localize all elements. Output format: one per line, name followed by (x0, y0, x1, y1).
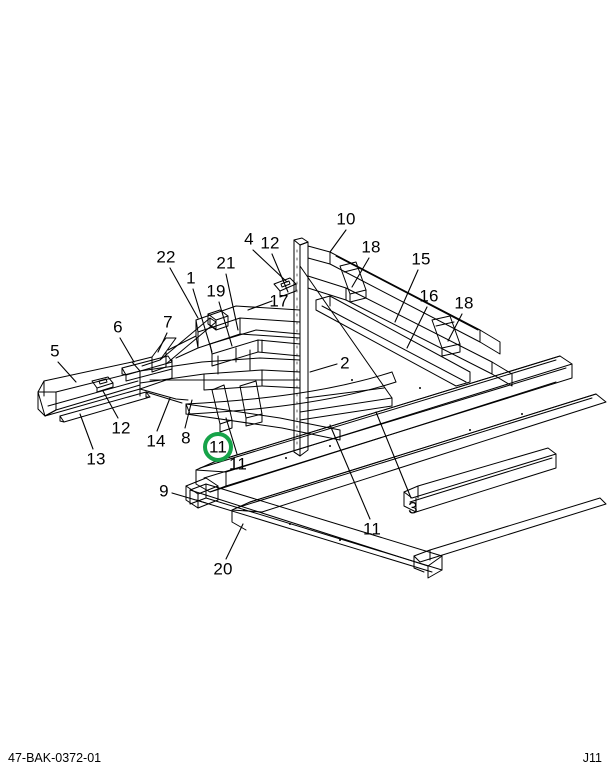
leader-line-20 (225, 523, 244, 560)
callout-label-2: 2 (340, 353, 350, 373)
leader-line-8 (184, 399, 193, 429)
leader-line-13 (79, 413, 94, 450)
callout-label-3: 3 (408, 498, 418, 518)
leader-line-18 (447, 313, 463, 342)
callout-leader-lines (57, 229, 463, 560)
leader-line-7 (157, 332, 168, 353)
leader-line-10 (329, 229, 347, 253)
curved-sweep-brace (185, 371, 397, 415)
callout-label-18: 18 (361, 237, 381, 257)
leader-line-14 (156, 397, 171, 432)
callout-label-8: 8 (181, 428, 191, 448)
leader-line-2 (309, 363, 338, 373)
callout-label-14: 14 (146, 431, 166, 451)
callout-label-6: 6 (113, 317, 123, 337)
callout-label-11: 11 (208, 437, 228, 457)
callout-label-21: 21 (216, 253, 236, 273)
leader-line-1 (192, 288, 213, 353)
callout-label-9: 9 (159, 481, 169, 501)
callout-label-13: 13 (86, 449, 106, 469)
callout-label-19: 19 (206, 281, 226, 301)
callout-label-15: 15 (411, 249, 431, 269)
callout-label-1: 1 (186, 268, 196, 288)
leader-line-19 (218, 301, 233, 347)
callout-label-4: 4 (244, 229, 254, 249)
callout-label-11: 11 (228, 454, 248, 474)
callout-label-11: 11 (362, 519, 382, 539)
leader-line-5 (57, 361, 77, 383)
callout-label-12: 12 (260, 233, 280, 253)
leader-line-6 (119, 337, 135, 363)
leader-line-15 (394, 269, 419, 323)
leader-line-18 (351, 257, 370, 288)
callout-label-20: 20 (213, 559, 233, 579)
leader-line-21 (225, 273, 239, 331)
leader-line-22 (169, 267, 199, 319)
main-longitudinal-rails (185, 355, 607, 579)
callout-label-10: 10 (336, 209, 356, 229)
leader-line-3 (375, 411, 412, 499)
leader-line-12 (102, 390, 119, 419)
leader-line-11 (329, 424, 371, 520)
callout-label-22: 22 (156, 247, 176, 267)
callout-label-16: 16 (419, 286, 439, 306)
callout-label-12: 12 (111, 418, 131, 438)
callout-label-18: 18 (454, 293, 474, 313)
callout-label-17: 17 (269, 291, 289, 311)
leader-line-16 (406, 306, 428, 349)
left-outrigger-arm (37, 361, 151, 423)
drawing-number: 47-BAK-0372-01 (8, 751, 102, 765)
callout-label-5: 5 (50, 341, 60, 361)
leader-line-12 (271, 253, 289, 293)
callout-label-7: 7 (163, 312, 173, 332)
leader-line-9 (171, 492, 207, 504)
page-reference: J11 (582, 751, 602, 765)
leader-line-17 (247, 300, 273, 311)
upper-right-frame (307, 245, 513, 387)
